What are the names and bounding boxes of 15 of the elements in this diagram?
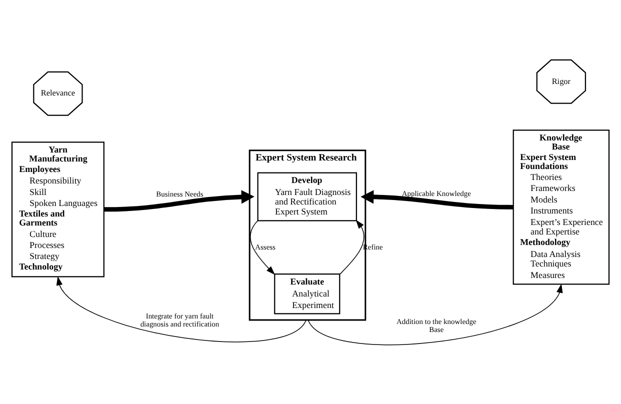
arrow [250, 220, 276, 274]
arrow [340, 219, 364, 274]
arrow [56, 276, 306, 342]
edge-label: Applicable Knowledge [402, 188, 471, 198]
arrow [360, 190, 514, 209]
arrow [104, 190, 254, 212]
arrow [308, 283, 563, 344]
edge-label: Addition to the knowledge Base [396, 316, 476, 334]
edge-label: Assess [255, 242, 276, 251]
node-box: Develop Yarn Fault Diagnosis and Rectification Expert System [257, 172, 357, 221]
node-box: Yarn Manufacturing Employees Responsibility Skill Spoken Languages Textiles and Garments Culture Processes Strategy Technology [11, 141, 104, 277]
node-box: Evaluate Analytical Experiment [274, 273, 340, 314]
edge-label: Business Needs [156, 189, 204, 198]
node-box: Knowledge Base Expert System Foundations Theories Frameworks Models Instruments Expert’s Experience and Expertise Methodology Data Analysis Techniques Measures [512, 129, 610, 284]
edge-label: Integrate for yarn fault diagnosis and rectification [140, 311, 220, 328]
